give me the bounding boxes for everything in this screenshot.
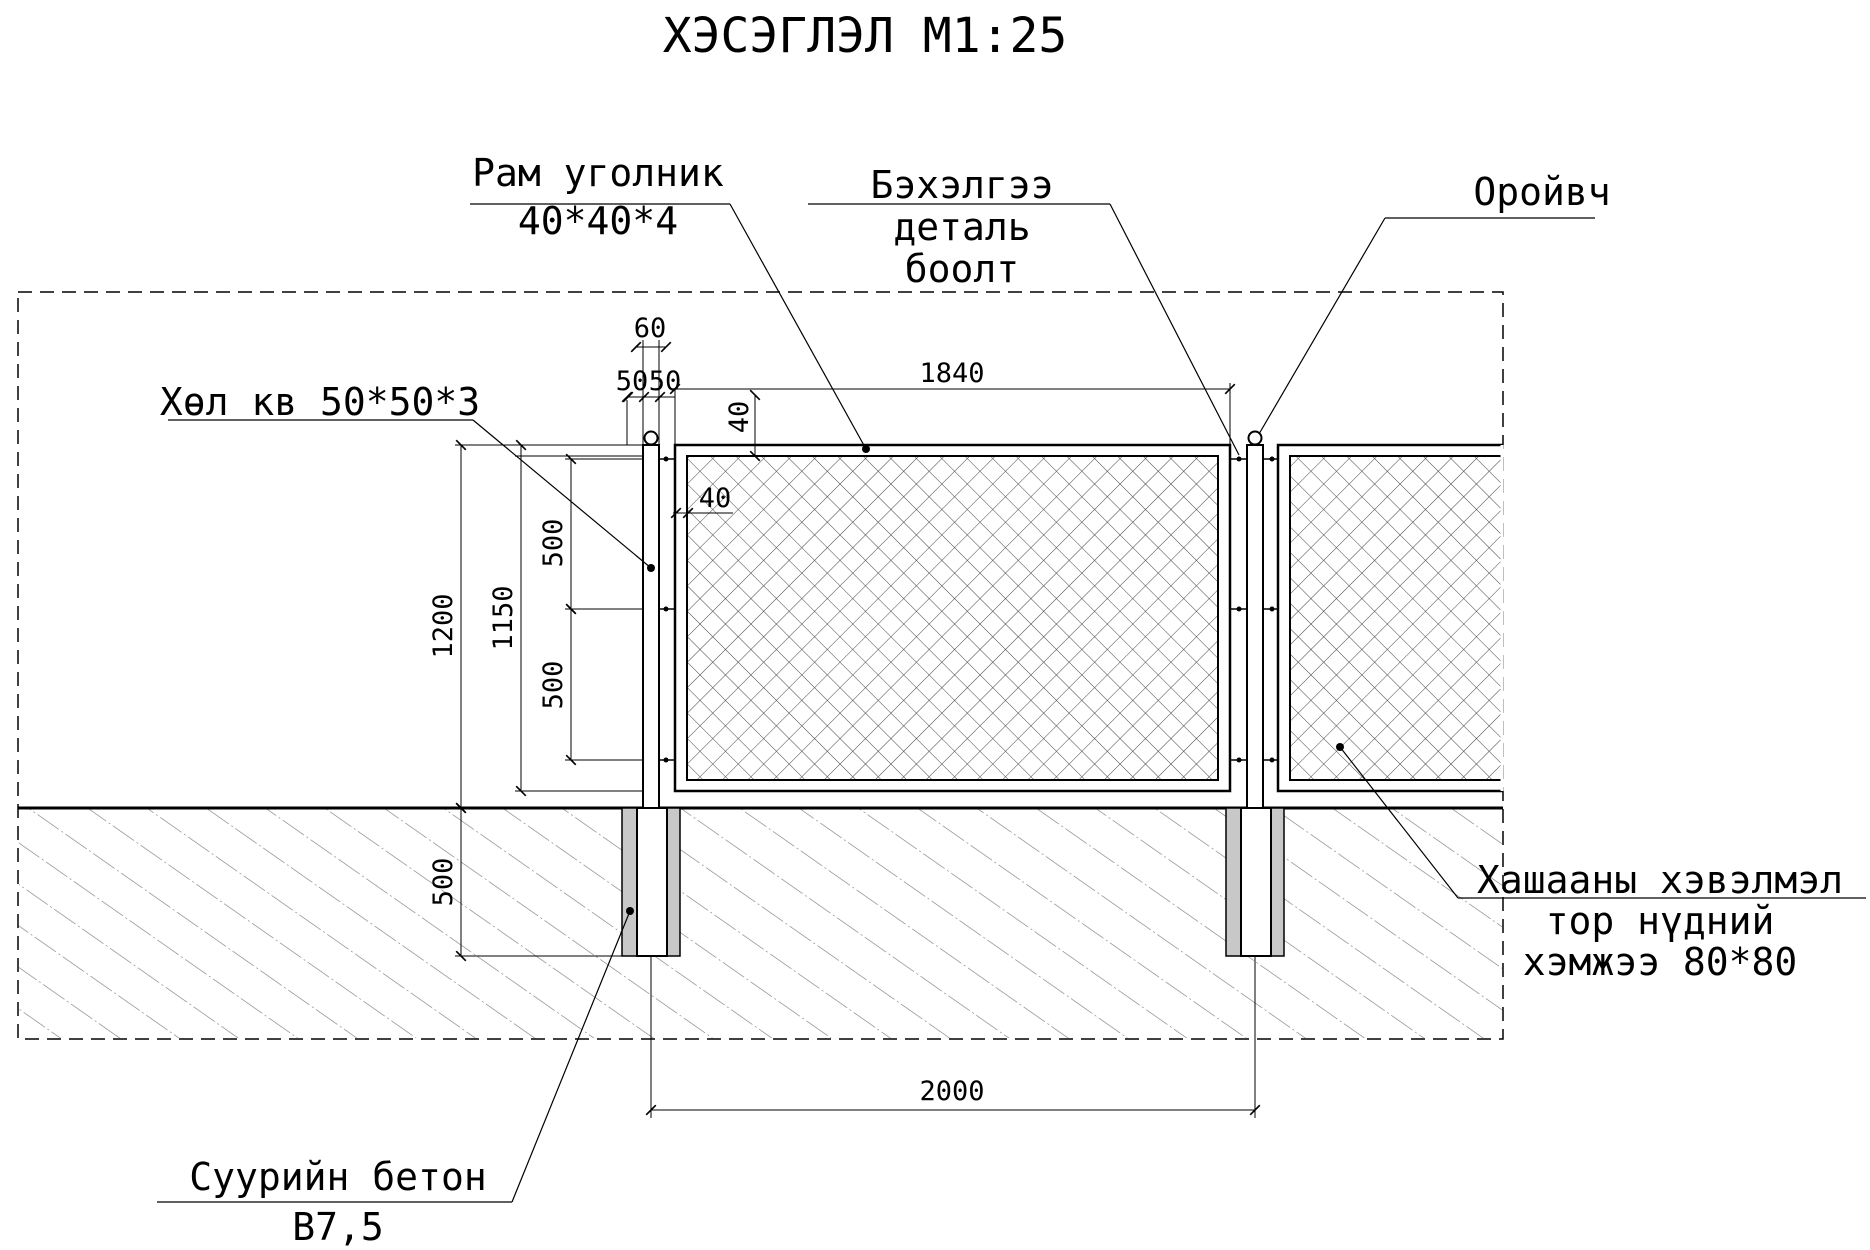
callout-mesh-line1: Хашааны хэвэлмэл <box>1477 858 1843 902</box>
dim-500-lower: 500 <box>538 661 569 710</box>
dim-60: 60 <box>634 313 667 344</box>
bolt-connections <box>659 456 1278 763</box>
callout-mesh-line3: хэмжээ 80*80 <box>1523 940 1798 984</box>
dim-50-a: 50 <box>616 366 649 397</box>
dim-50-b: 50 <box>649 366 682 397</box>
callout-concrete-grade: В7,5 <box>292 1205 384 1249</box>
callout-concrete-title: Суурийн бетон <box>189 1155 486 1199</box>
callout-post: Хөл кв 50*50*3 <box>160 380 480 424</box>
footing-left <box>621 807 681 957</box>
fence-panel-next <box>1276 443 1504 793</box>
dim-40-top: 40 <box>724 401 755 434</box>
callout-cap: Оройвч <box>1473 170 1610 214</box>
dim-500-footing: 500 <box>428 858 459 907</box>
dim-2000: 2000 <box>919 1076 984 1107</box>
callout-mesh-line2: тор нүдний <box>1546 899 1775 943</box>
callout-bolt-line3: боолт <box>905 247 1019 291</box>
post-right <box>1246 430 1264 809</box>
footing-right <box>1225 807 1285 957</box>
dimension-lines <box>455 340 1261 1118</box>
dim-1200: 1200 <box>428 593 459 658</box>
post-cap-left-icon <box>643 430 659 446</box>
fence-panel-main <box>673 443 1232 793</box>
dim-500-upper: 500 <box>538 519 569 568</box>
dim-1840: 1840 <box>919 358 984 389</box>
leader-lines <box>157 203 1866 1203</box>
callout-bolt-line1: Бэхэлгээ <box>870 163 1053 207</box>
callout-frame-angle-title: Рам уголник <box>472 151 724 195</box>
post-cap-right-icon <box>1247 430 1263 446</box>
callout-frame-angle-size: 40*40*4 <box>518 199 678 243</box>
drawing-title: ХЭСЭГЛЭЛ М1:25 <box>663 8 1068 64</box>
dim-1150: 1150 <box>488 585 519 650</box>
post-left <box>642 430 660 809</box>
dim-40-side: 40 <box>699 483 732 514</box>
callout-bolt-line2: деталь <box>893 205 1030 249</box>
leader-dots <box>626 445 1344 915</box>
